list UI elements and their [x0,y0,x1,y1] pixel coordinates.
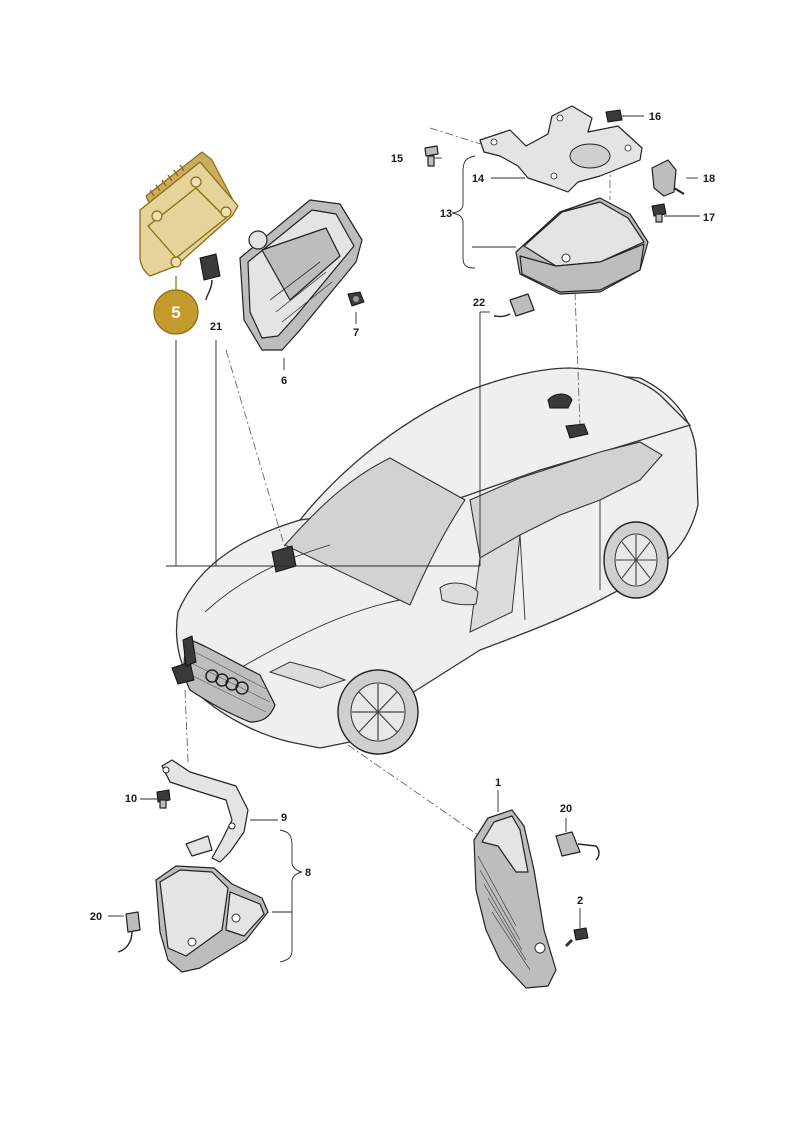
part-6-housing[interactable] [239,199,363,351]
callout-1[interactable]: 1 [495,777,501,789]
leader-lines [108,115,700,963]
callout-labels: 1 2 6 7 8 9 10 13 14 15 16 17 18 20 20 2… [90,111,715,923]
part-18-connector[interactable] [651,159,685,197]
callout-6[interactable]: 6 [281,375,287,387]
roof-module-marker [565,423,589,439]
callout-18[interactable]: 18 [703,173,715,185]
part-21-connector[interactable] [199,253,221,301]
callout-2[interactable]: 2 [577,895,583,907]
part-7-nut[interactable] [347,291,365,307]
callout-16[interactable]: 16 [649,111,661,123]
part-5-control-module[interactable] [139,151,239,290]
part-5-badge-label: 5 [171,303,180,322]
part-20-connector-left[interactable] [117,911,141,953]
callout-15[interactable]: 15 [391,153,403,165]
part-15-bolt[interactable] [424,145,439,167]
part-2-bolt[interactable] [564,927,589,948]
part-22-connector[interactable] [493,293,535,318]
part-1-rear-module[interactable] [473,809,557,989]
callout-8[interactable]: 8 [305,867,311,879]
front-wheel [337,669,419,755]
part-14-bracket[interactable] [479,105,643,193]
part-10-bolt[interactable] [156,789,171,809]
part-8-front-module[interactable] [155,865,269,973]
part-9-bracket[interactable] [161,759,249,863]
front-radar-marker [171,661,195,685]
callout-13[interactable]: 13 [440,208,452,220]
brand-rings-icon [205,669,249,695]
callout-9[interactable]: 9 [281,812,287,824]
car-illustration [171,367,699,755]
part-13-roof-module[interactable] [515,197,649,295]
part-20-connector-right[interactable] [555,831,600,861]
rear-wheel [603,521,669,599]
callout-20a[interactable]: 20 [560,803,572,815]
callout-20b[interactable]: 20 [90,911,102,923]
part-16-nut[interactable] [605,109,623,123]
callout-22[interactable]: 22 [473,297,485,309]
part-5-badge[interactable]: 5 [153,289,199,335]
callout-14[interactable]: 14 [472,173,485,185]
callout-21[interactable]: 21 [210,321,222,333]
callout-7[interactable]: 7 [353,327,359,339]
part-17-bolt[interactable] [651,203,667,223]
callout-10[interactable]: 10 [125,793,137,805]
callout-17[interactable]: 17 [703,212,715,224]
